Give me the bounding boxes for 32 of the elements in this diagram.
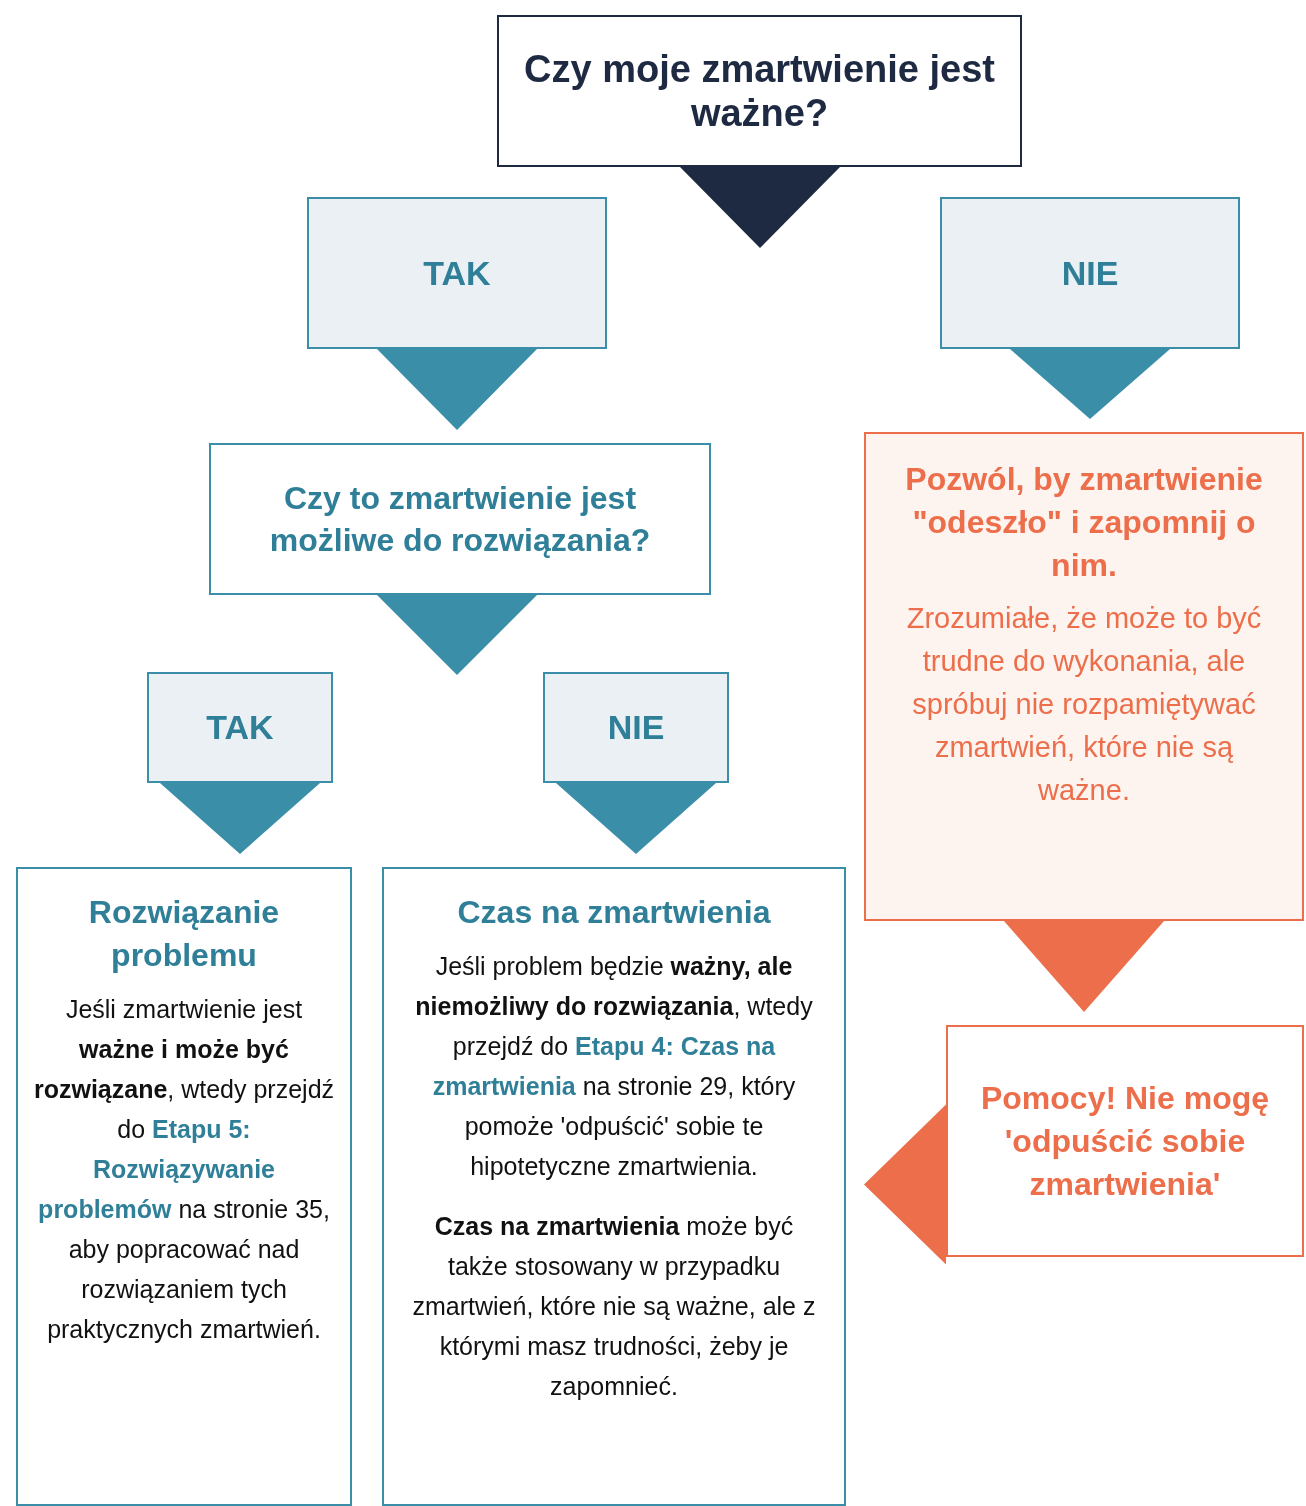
body-text: Jeśli problem będzie ważny, ale niemożliwy do rozwiązania, wtedy przejdź do Etapu 4: Czas na zmartwienia na stronie 29, który pomoże 'odpuścić' sobie te hipotetyczne zmartwienia. [414, 951, 814, 1182]
outcome-box [16, 867, 352, 1506]
heading-text: Czy to zmartwienie jest możliwe do rozwiązania? [268, 479, 652, 560]
body-text: Zrozumiałe, że może to być trudne do wykonania, ale spróbuj nie rozpamiętywać zmartwień, które nie są ważne. [905, 601, 1263, 808]
heading-text: Rozwiązanie problemu [87, 893, 281, 975]
arrow [377, 595, 537, 675]
advice-box [864, 432, 1304, 921]
heading-text: Czas na zmartwienia [457, 893, 771, 932]
question-box [209, 443, 711, 595]
heading-text: Czy moje zmartwienie jest ważne? [523, 47, 996, 135]
arrow [864, 1104, 946, 1265]
answer-box [543, 672, 729, 783]
body-text: Czas na zmartwienia może być także stosowany w przypadku zmartwień, które nie są ważne, ale z którymi masz trudności, żeby je zapomnieć. [411, 1211, 817, 1402]
arrow [1004, 921, 1164, 1012]
answer-box [940, 197, 1240, 349]
heading-text: Pomocy! Nie mogę 'odpuścić sobie zmartwienia' [979, 1078, 1271, 1204]
heading-text: TAK [206, 708, 274, 747]
arrow [1010, 349, 1170, 419]
heading-text: NIE [607, 708, 665, 747]
outcome-box [382, 867, 846, 1506]
heading-text: NIE [1061, 253, 1119, 293]
arrow [556, 783, 716, 854]
arrow [160, 783, 320, 854]
arrow [680, 167, 840, 248]
arrow [377, 349, 537, 430]
answer-box [147, 672, 333, 783]
answer-box [307, 197, 607, 349]
heading-text: TAK [423, 253, 491, 293]
heading-text: Pozwól, by zmartwienie "odeszło" i zapomnij o nim. [904, 460, 1264, 585]
help-box [946, 1025, 1304, 1257]
question-box [497, 15, 1022, 167]
body-text: Jeśli zmartwienie jest ważne i może być rozwiązane, wtedy przejdź do Etapu 5: Rozwiązywanie problemów na stronie 35, aby popracować nad rozwiązaniem tych praktycznych zmartwień. [32, 994, 336, 1345]
